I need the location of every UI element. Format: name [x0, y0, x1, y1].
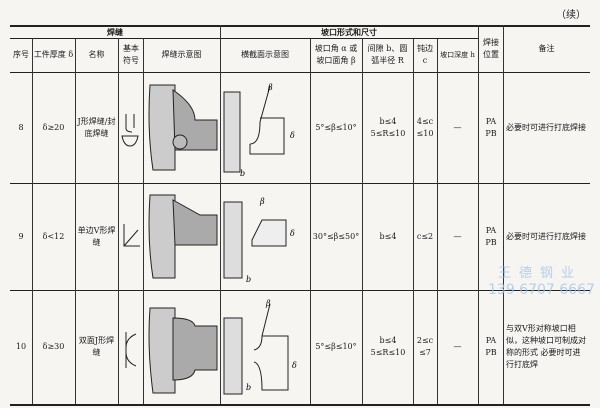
svg-text:δ: δ	[292, 361, 297, 370]
row-9-angle: 30°≤β≤50°	[312, 231, 360, 241]
row-8-thickness: δ≥20	[42, 122, 65, 132]
header-thickness: 工件厚度 δ	[33, 50, 74, 59]
double-j-weld-symbol-icon	[125, 332, 137, 368]
row-10-root-face: 2≤c ≤7	[416, 336, 434, 357]
header-position: 焊接位置	[483, 37, 499, 59]
row-10-depth: —	[453, 342, 462, 351]
row-8-remark: 必要时可进行打底焊接	[506, 122, 586, 132]
j-weld-backing-symbol-icon	[121, 114, 139, 147]
row-8-depth: —	[453, 122, 462, 132]
header-divider	[10, 38, 478, 39]
row-9-thickness: δ<12	[42, 231, 65, 241]
header-weld-sketch: 焊缝示意图	[161, 50, 202, 59]
svg-text:β: β	[265, 299, 271, 308]
row-10-name: 双面J形焊缝	[78, 336, 115, 357]
watermark-name: 王德钢业	[498, 266, 583, 281]
col-divider	[32, 38, 33, 404]
row-10-thickness: δ≥30	[42, 342, 65, 351]
row-divider	[10, 183, 590, 184]
row-9-gap: b≤4	[379, 231, 397, 241]
row-10-angle: 5°≤β≤10°	[315, 342, 357, 351]
watermark-phone: 139 6707 6667	[488, 282, 595, 298]
row-8-gap: b≤4 5≤R≤10	[370, 116, 406, 138]
svg-text:b: b	[246, 275, 251, 284]
row-9-name: 单边V形焊缝	[77, 225, 116, 247]
svg-text:δ: δ	[290, 229, 295, 238]
table-bottom-border	[10, 404, 590, 406]
svg-text:b: b	[240, 169, 245, 178]
row-8-root-face: 4≤c ≤10	[416, 116, 434, 138]
svg-text:δ: δ	[290, 131, 295, 140]
continued-label: （续）	[556, 10, 586, 21]
col-divider	[75, 38, 76, 404]
single-v-weld-sketch	[148, 194, 218, 279]
col-divider	[118, 38, 119, 404]
header-name: 名称	[88, 50, 105, 59]
header-remark: 备注	[538, 43, 555, 53]
j-weld-sketch	[148, 84, 218, 171]
table-top-border	[10, 25, 590, 27]
row-9-remark: 必要时可进行打底焊接	[506, 231, 586, 241]
double-j-groove-cross-section: β b δ	[223, 299, 297, 395]
header-cross-section: 横截面示意图	[241, 50, 289, 59]
single-v-groove-cross-section: β b δ	[223, 197, 295, 284]
row-8-angle: 5°≤β≤10°	[315, 122, 357, 132]
row-9-no: 9	[18, 231, 24, 241]
header-angle: 坡口角 α 或 坡口面角 β	[314, 44, 358, 65]
single-v-weld-symbol-icon	[123, 224, 140, 247]
header-no: 序号	[13, 50, 29, 59]
svg-text:β: β	[267, 83, 273, 92]
col-divider	[310, 38, 311, 404]
row-9-root-face: c≤2	[416, 231, 434, 241]
svg-text:β: β	[259, 197, 265, 206]
col-divider	[220, 25, 221, 404]
col-divider	[478, 25, 479, 404]
row-9-position: PA PB	[485, 225, 497, 247]
col-divider	[362, 38, 363, 404]
header-depth: 坡口深度 h	[440, 51, 475, 59]
row-10-position: PA PB	[485, 336, 497, 357]
header-group-weld: 焊缝	[107, 26, 123, 37]
double-j-weld-sketch	[148, 307, 218, 394]
j-groove-cross-section: β b δ	[223, 83, 295, 178]
header-root-face: 钝边 c	[417, 44, 433, 65]
row-8-position: PA PB	[485, 116, 497, 138]
row-10-no: 10	[15, 342, 27, 351]
header-symbol: 基本符号	[123, 44, 139, 65]
row-9-depth: —	[453, 231, 462, 241]
col-divider	[437, 38, 438, 404]
header-bottom-border	[10, 72, 590, 73]
col-divider	[503, 25, 504, 404]
col-divider	[413, 38, 414, 404]
col-divider	[143, 38, 144, 404]
row-8-no: 8	[18, 122, 24, 132]
row-10-gap: b≤4 5≤R≤10	[370, 336, 406, 357]
header-gap: 间隙 b、圆弧半径 R	[367, 44, 408, 65]
row-divider	[10, 290, 590, 291]
row-10-remark: 与双V形对称坡口相似，这种坡口可制成对称的形式 必要时可进行打底焊	[506, 324, 586, 369]
svg-text:b: b	[246, 383, 251, 392]
header-group-groove: 坡口形式和尺寸	[321, 26, 377, 37]
row-8-name: J形焊缝/封底焊缝	[77, 116, 116, 138]
